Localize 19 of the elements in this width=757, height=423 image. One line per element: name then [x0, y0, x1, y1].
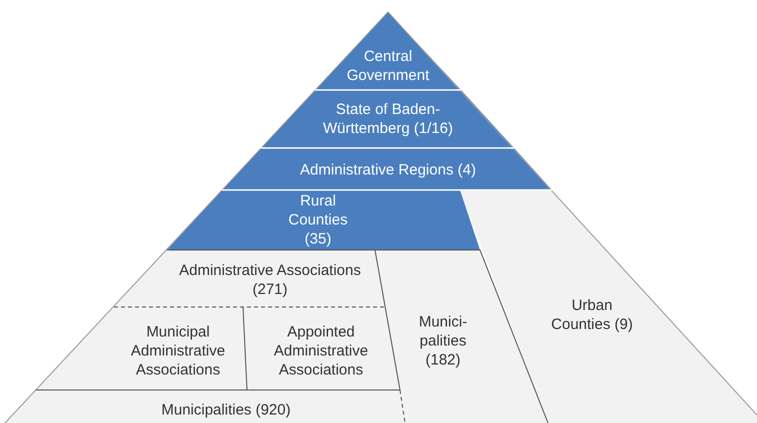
segment-label: Central Government: [346, 47, 430, 85]
pyramid-segment: [167, 190, 480, 250]
pyramid-segment: [114, 250, 385, 307]
segment-label: Municipalities (920): [160, 400, 292, 420]
segment-label: Municipal Administrative Associations: [130, 322, 226, 380]
pyramid-segment: [375, 250, 548, 423]
segment-label: State of Baden-Württemberg (1/16): [322, 100, 454, 138]
segment-label: Appointed Administrative Associations: [272, 322, 370, 380]
segment-label: Administrative Regions (4): [299, 160, 477, 180]
pyramid-segment: [36, 307, 247, 390]
segment-label: Urban Counties (9): [550, 296, 634, 334]
segment-label: Munici-palities (182): [418, 312, 468, 370]
pyramid-segment: [222, 148, 552, 190]
pyramid-segment: [315, 12, 461, 90]
pyramid-segment: [243, 307, 400, 390]
segment-label: Administrative Associations (271): [178, 261, 362, 299]
segment-label: Rural Counties (35): [287, 192, 349, 248]
pyramid-segment: [5, 390, 405, 423]
pyramid-segment: [261, 90, 514, 148]
